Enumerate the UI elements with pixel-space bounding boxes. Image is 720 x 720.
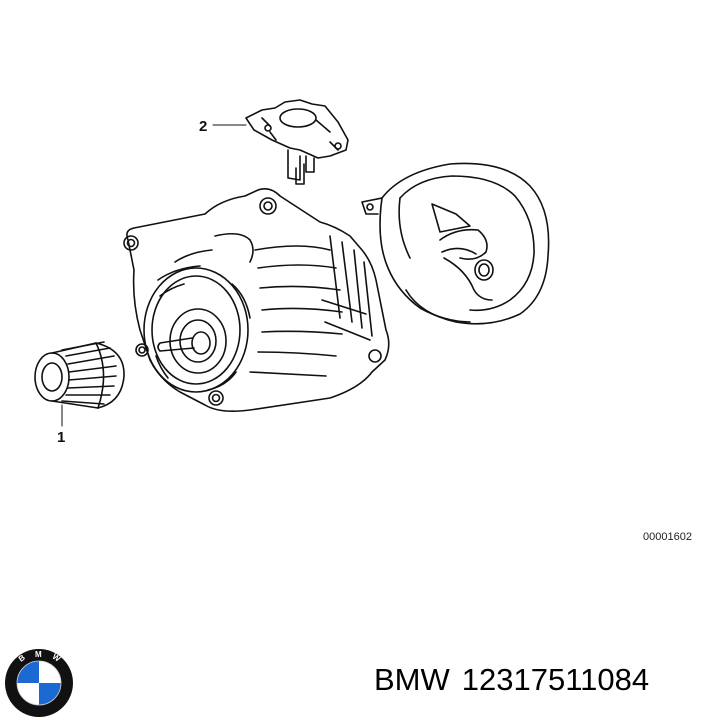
bmw-logo-icon: B M W — [5, 649, 73, 717]
part-number: 12317511084 — [461, 662, 650, 697]
callout-label-2: 2 — [199, 118, 208, 135]
drawing-number: 00001602 — [643, 531, 692, 543]
svg-text:M: M — [35, 650, 42, 659]
svg-text:B: B — [17, 653, 27, 664]
part-caption: BMW 12317511084 — [374, 662, 649, 698]
alternator-housing — [123, 188, 390, 412]
voltage-regulator — [245, 99, 349, 185]
brand-name: BMW — [374, 662, 450, 697]
svg-text:W: W — [51, 652, 63, 664]
rear-cover — [361, 162, 550, 325]
pulley — [34, 341, 125, 409]
callout-label-1: 1 — [57, 429, 66, 446]
